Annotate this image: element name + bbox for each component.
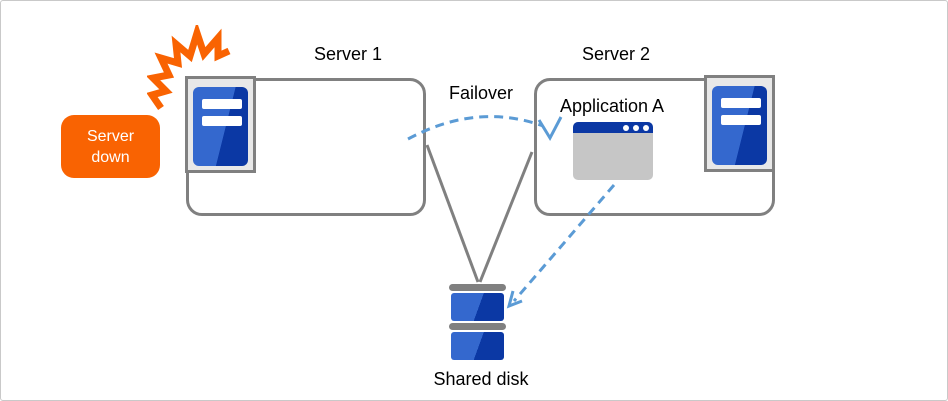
app-window-titlebar	[573, 122, 653, 133]
server1-label: Server 1	[313, 44, 383, 64]
badge-line1: Server	[86, 127, 135, 145]
app-to-disk-arrowhead	[506, 290, 523, 309]
disk-stack-divider	[449, 323, 506, 330]
application-label: Application A	[559, 96, 665, 116]
server-tower-icon	[704, 75, 775, 172]
crash-burst-zigzag	[147, 25, 231, 110]
server2-to-disk-line	[478, 151, 534, 283]
disk-stack-icon	[449, 284, 506, 291]
server-tower-body	[712, 86, 767, 165]
badge-line2: down	[91, 148, 130, 166]
server-drive-slot	[202, 99, 242, 109]
server-tower-body	[193, 87, 248, 166]
crash-burst-icon	[147, 25, 231, 110]
shared-disk-label: Shared disk	[433, 369, 529, 389]
server2-label: Server 2	[581, 44, 651, 64]
window-dot-icon	[643, 124, 649, 131]
server1-to-disk-line	[425, 144, 480, 283]
server-drive-slot	[721, 98, 761, 108]
failover-label: Failover	[448, 83, 514, 103]
server-tower-icon	[185, 76, 256, 173]
window-dot-icon	[623, 124, 629, 131]
disk-platter-top	[451, 293, 504, 321]
failover-arrow	[407, 115, 544, 141]
server-drive-slot	[202, 116, 242, 126]
server-drive-slot	[721, 115, 761, 125]
disk-platter-bottom	[451, 332, 504, 360]
server-down-badge: Server down	[61, 115, 160, 178]
app-window-icon	[573, 122, 653, 180]
window-dot-icon	[633, 124, 639, 131]
